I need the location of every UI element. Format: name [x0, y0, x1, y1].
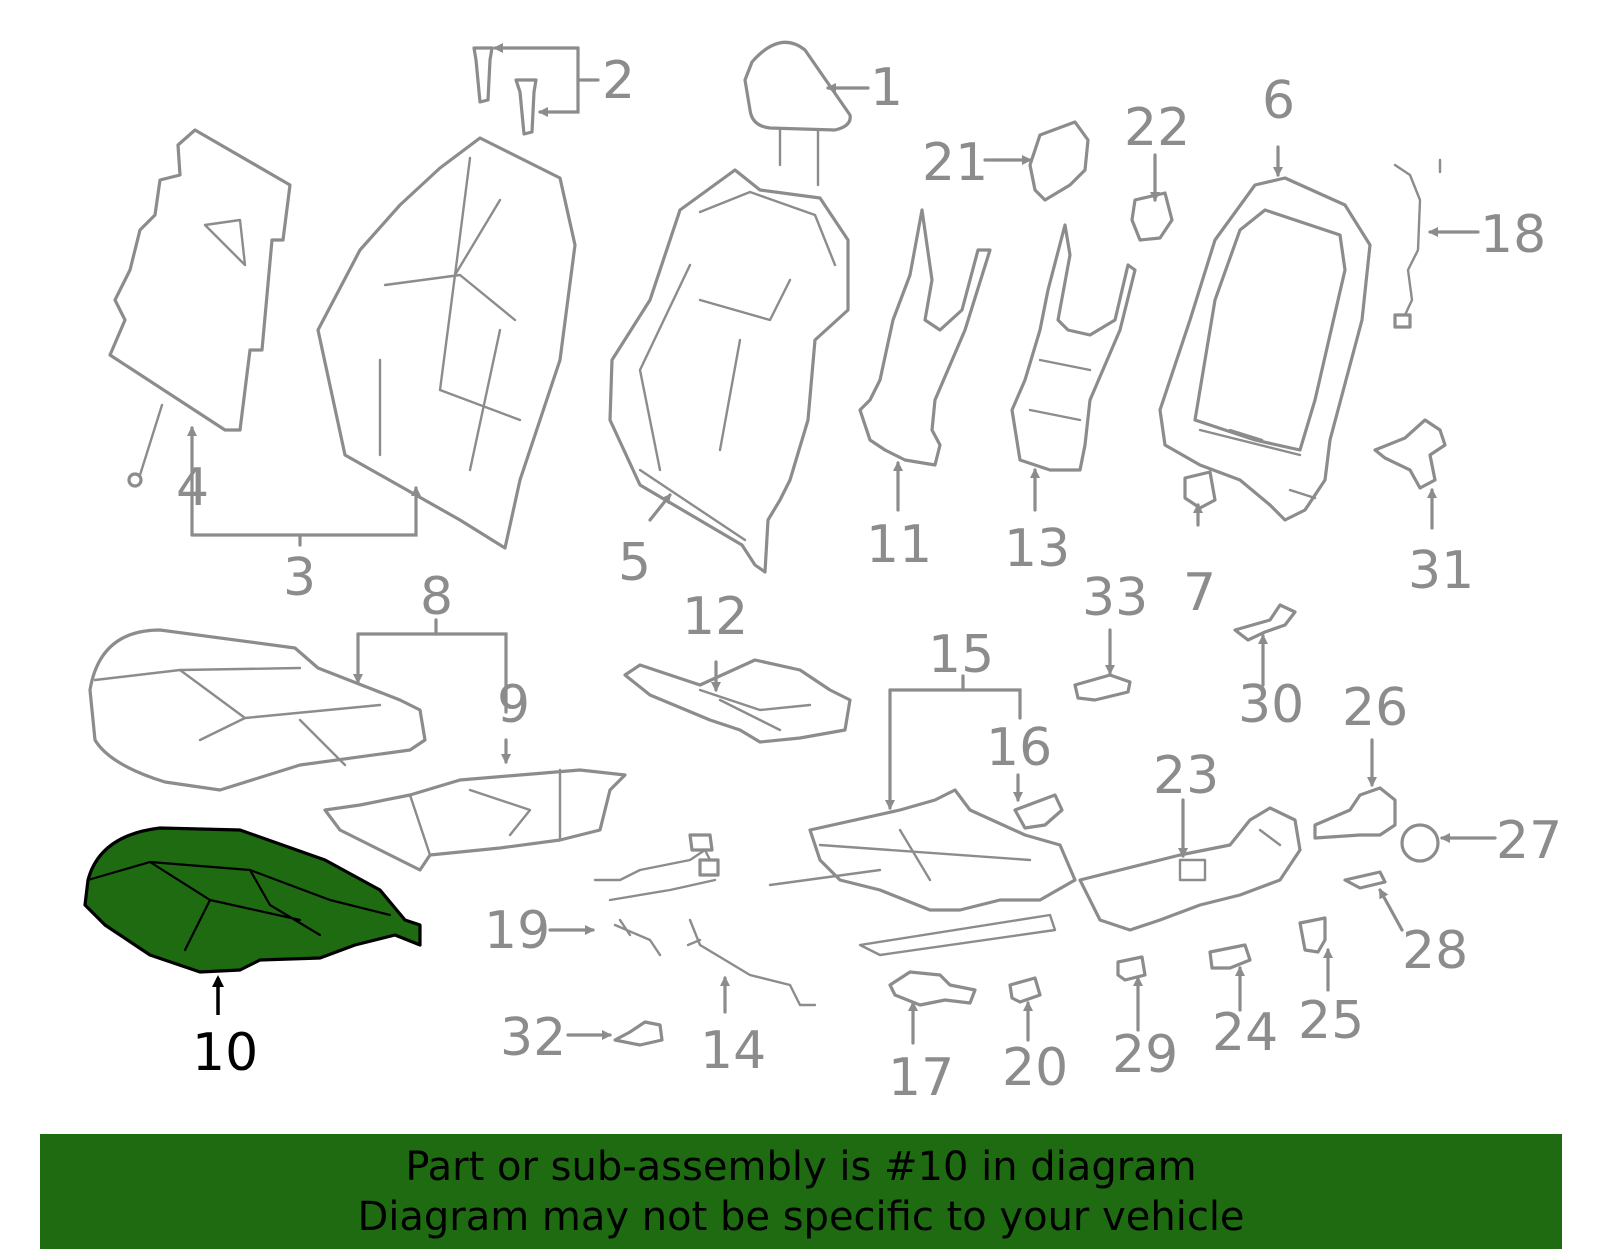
- callout-17[interactable]: 17: [888, 1048, 954, 1108]
- callout-23[interactable]: 23: [1153, 746, 1219, 806]
- part-15-seat-track[interactable]: [768, 788, 1077, 957]
- part-4-seatback-heater[interactable]: [108, 128, 292, 488]
- callout-4[interactable]: 4: [176, 458, 209, 518]
- callout-13[interactable]: 13: [1004, 519, 1070, 579]
- callout-8[interactable]: 8: [420, 567, 453, 627]
- callout-29[interactable]: 29: [1112, 1025, 1178, 1085]
- callout-28[interactable]: 28: [1402, 921, 1468, 981]
- callout-16[interactable]: 16: [986, 718, 1052, 778]
- callout-10[interactable]: 10: [192, 1023, 258, 1083]
- banner-line-disclaimer: Diagram may not be specific to your vehi…: [357, 1194, 1245, 1240]
- callout-5[interactable]: 5: [618, 533, 651, 593]
- callout-30[interactable]: 30: [1238, 675, 1304, 735]
- callout-12[interactable]: 12: [682, 587, 748, 647]
- part-21-cover[interactable]: [1028, 120, 1090, 202]
- part-28-clip[interactable]: [1343, 870, 1387, 890]
- part-22-clip[interactable]: [1130, 191, 1174, 242]
- part-17-bracket[interactable]: [888, 970, 977, 1007]
- callout-9[interactable]: 9: [497, 675, 530, 735]
- part-9-cushion-heater[interactable]: [323, 768, 627, 872]
- callout-22[interactable]: 22: [1124, 98, 1190, 158]
- part-8-cushion-cover[interactable]: [88, 628, 427, 792]
- callout-27[interactable]: 27: [1496, 811, 1562, 871]
- part-31-bracket[interactable]: [1373, 418, 1447, 490]
- banner-line-part: Part or sub-assembly is #10 in diagram: [405, 1144, 1197, 1190]
- callout-19[interactable]: 19: [484, 901, 550, 961]
- part-2-headrest-guides[interactable]: [472, 46, 538, 136]
- part-18-harness[interactable]: [1393, 158, 1442, 329]
- part-14-wire[interactable]: [686, 918, 817, 1007]
- part-25-cover[interactable]: [1298, 916, 1327, 954]
- callout-1[interactable]: 1: [870, 58, 903, 118]
- part-29-clip[interactable]: [1116, 955, 1147, 982]
- part-12-cushion-bracket[interactable]: [623, 658, 852, 744]
- part-5-seatback-pad[interactable]: [608, 168, 850, 574]
- callout-32[interactable]: 32: [500, 1008, 566, 1068]
- callout-21[interactable]: 21: [922, 133, 988, 193]
- callout-11[interactable]: 11: [866, 515, 932, 575]
- part-24-cover[interactable]: [1208, 943, 1252, 970]
- part-20-bracket[interactable]: [1008, 976, 1042, 1004]
- callout-26[interactable]: 26: [1342, 678, 1408, 738]
- info-banner: Part or sub-assembly is #10 in diagram D…: [40, 1134, 1562, 1249]
- callout-3[interactable]: 3: [283, 548, 316, 608]
- callout-14[interactable]: 14: [700, 1021, 766, 1081]
- part-27-knob[interactable]: [1400, 823, 1440, 863]
- part-26-knob-cover[interactable]: [1313, 786, 1397, 840]
- part-23-side-shield[interactable]: [1078, 806, 1302, 932]
- part-19-harness[interactable]: [593, 833, 720, 957]
- callout-18[interactable]: 18: [1480, 205, 1546, 265]
- part-1-headrest[interactable]: [743, 40, 852, 187]
- part-10-cushion-pad[interactable]: [83, 826, 422, 974]
- part-32-clip[interactable]: [613, 1020, 664, 1047]
- part-11-side-bracket[interactable]: [858, 208, 992, 467]
- callout-24[interactable]: 24: [1212, 1003, 1278, 1063]
- callout-31[interactable]: 31: [1408, 541, 1474, 601]
- callout-2[interactable]: 2: [602, 51, 635, 111]
- part-7-clip[interactable]: [1183, 470, 1217, 510]
- part-6-seatback-frame[interactable]: [1158, 176, 1372, 522]
- callout-15[interactable]: 15: [928, 625, 994, 685]
- callout-20[interactable]: 20: [1002, 1038, 1068, 1098]
- part-16-clip[interactable]: [1013, 793, 1064, 830]
- part-3-seatback-cover[interactable]: [316, 136, 577, 550]
- callout-33[interactable]: 33: [1082, 568, 1148, 628]
- part-30-clip[interactable]: [1233, 603, 1297, 642]
- callout-7[interactable]: 7: [1183, 563, 1216, 623]
- callout-25[interactable]: 25: [1298, 991, 1364, 1051]
- part-33-clip[interactable]: [1073, 673, 1132, 702]
- part-13-recliner-bracket[interactable]: [1010, 223, 1137, 472]
- callout-6[interactable]: 6: [1262, 71, 1295, 131]
- leader-lines: [187, 43, 1497, 1045]
